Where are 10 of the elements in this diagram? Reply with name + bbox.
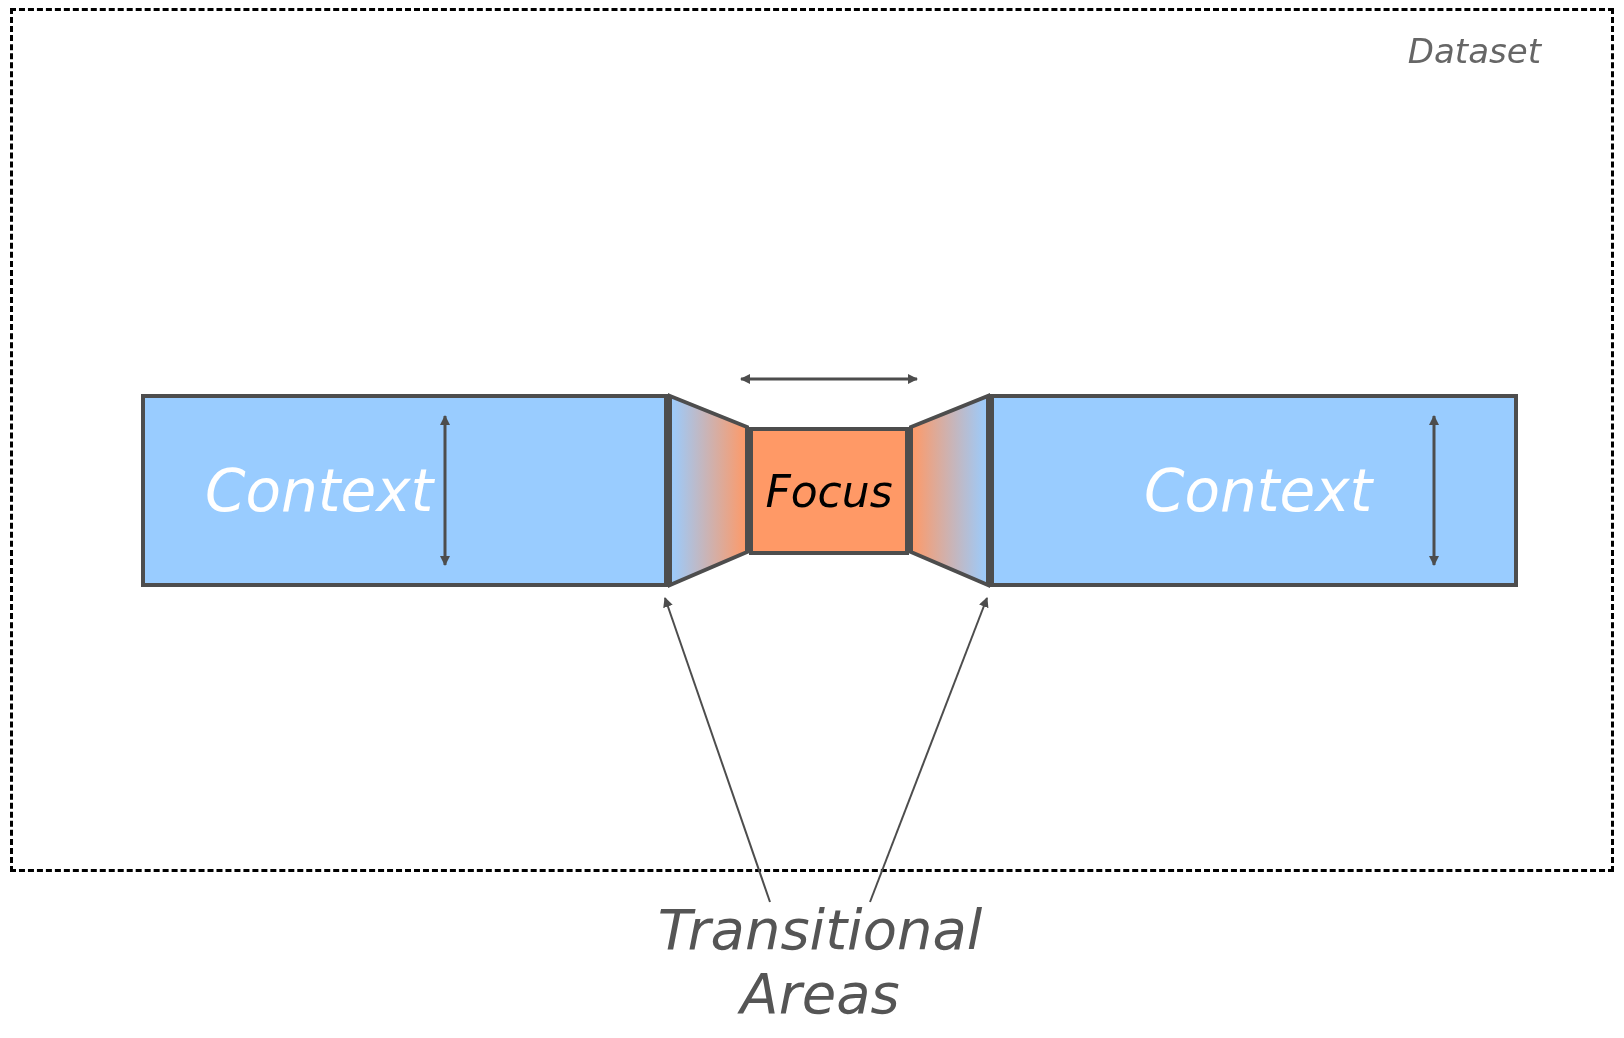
dataset-frame [10,8,1614,872]
region-label: Context [1144,456,1373,525]
region-label: Focus [765,465,893,517]
leader-line [663,597,771,903]
region-label: Context [205,456,434,525]
leader-line [869,597,989,903]
region-box [141,394,668,587]
dataset-title: Dataset [1407,33,1541,71]
region-box [990,394,1518,587]
callout-text: Transitional Areas [640,898,1000,1027]
